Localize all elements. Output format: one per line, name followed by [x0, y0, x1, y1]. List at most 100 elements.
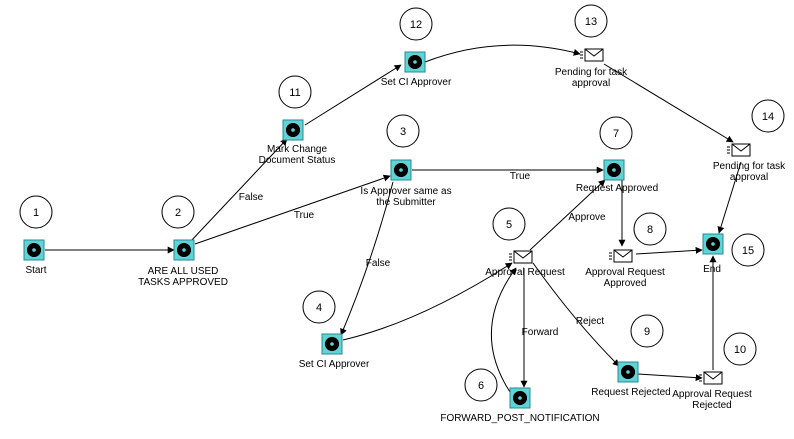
node-label-line: Request Rejected: [591, 387, 671, 398]
node-label-line: Pending for task: [712, 161, 786, 172]
node-n14[interactable]: [727, 143, 751, 157]
envelope-flap: [613, 249, 633, 258]
step-number-n3: 3: [386, 114, 420, 148]
node-label-line: Rejected: [692, 400, 732, 411]
node-label-line: Document Status: [258, 155, 336, 166]
gear-icon-glyph: [620, 364, 636, 380]
edge-n2-n11: [189, 138, 288, 243]
edge-n9-n10: [637, 373, 703, 382]
gear-icon-glyph: [407, 54, 423, 70]
step-number-text: 14: [762, 111, 774, 123]
step-number-text: 5: [506, 219, 512, 231]
node-label-n4: Set CI Approver: [299, 359, 370, 370]
node-n2[interactable]: [173, 239, 195, 261]
node-n10[interactable]: [699, 371, 723, 385]
node-label-line: Pending for task: [554, 67, 628, 78]
node-label-line: approval: [571, 78, 611, 89]
envelope-flap: [703, 371, 723, 380]
edge-n13-n14: [603, 63, 734, 143]
edge-n3-n4: [340, 181, 394, 336]
step-number-text: 6: [478, 380, 484, 392]
envelope-flap: [584, 48, 604, 57]
node-label-line: Approval Request: [585, 267, 665, 278]
edge-n4-n5: [342, 262, 513, 341]
gear-icon-glyph: [606, 162, 622, 178]
node-n9[interactable]: [617, 361, 639, 383]
gear-icon-glyph: [285, 122, 301, 138]
step-number-end: 15: [731, 233, 765, 267]
step-number-n7: 7: [599, 116, 633, 150]
step-number-text: 12: [410, 19, 422, 31]
node-label-line: approval: [729, 172, 769, 183]
node-n3[interactable]: [390, 159, 412, 181]
node-label-line: Approval Request: [672, 389, 752, 400]
edge-n5-n7: [529, 179, 606, 251]
gear-icon-glyph: [512, 390, 528, 406]
node-label-n7: Request Approved: [576, 183, 658, 194]
node-n6[interactable]: [509, 387, 531, 409]
node-start[interactable]: [23, 239, 45, 261]
step-number-n12: 12: [399, 7, 433, 41]
step-number-text: 13: [585, 16, 597, 28]
node-label-line: FORWARD_POST_NOTIFICATION: [440, 413, 600, 424]
nodes-layer: [23, 48, 751, 409]
envelope-flap: [731, 143, 751, 152]
step-number-n10: 10: [723, 332, 757, 366]
node-label-line: Set CI Approver: [298, 359, 370, 370]
step-number-text: 10: [734, 344, 746, 356]
step-number-text: 8: [647, 224, 653, 236]
step-number-n4: 4: [302, 290, 336, 324]
node-label-line: ARE ALL USED: [147, 266, 219, 277]
edge-n8-end: [635, 246, 703, 255]
edge-n14-end: [717, 161, 742, 234]
step-number-n11: 11: [278, 75, 312, 109]
edge-n11-n12: [304, 64, 402, 126]
step-number-text: 9: [644, 326, 650, 338]
edge-label-n5-n9: Reject: [575, 316, 605, 327]
step-number-n13: 13: [574, 4, 608, 38]
edge-n2-n3: [194, 174, 391, 245]
edge-label-n3-n7: True: [509, 171, 531, 182]
node-label-line: Set CI Approver: [380, 77, 452, 88]
envelope-flap: [513, 250, 533, 259]
node-n7[interactable]: [603, 159, 625, 181]
gear-icon-glyph: [705, 236, 721, 252]
node-n5[interactable]: [509, 250, 533, 264]
node-n13[interactable]: [580, 48, 604, 62]
edge-label-n3-n4: False: [365, 258, 391, 269]
edge-label-n5-n6: Forward: [521, 327, 559, 338]
node-end[interactable]: [702, 233, 724, 255]
edge-label-n2-n3: True: [293, 210, 315, 221]
step-number-n9: 9: [630, 314, 664, 348]
edge-n6-n5: [491, 267, 517, 393]
step-number-text: 7: [613, 128, 619, 140]
node-label-line: Mark Change: [266, 144, 328, 155]
node-label-line: Start: [25, 265, 47, 276]
node-label-end: End: [703, 264, 721, 275]
gear-icon-glyph: [26, 242, 42, 258]
edge-label-n5-n7: Approve: [568, 212, 606, 223]
node-label-start: Start: [25, 265, 46, 276]
node-label-n9: Request Rejected: [591, 387, 671, 398]
gear-icon-glyph: [176, 242, 192, 258]
step-number-text: 3: [400, 126, 406, 138]
step-number-text: 1: [33, 207, 39, 219]
node-n12[interactable]: [404, 51, 426, 73]
node-n8[interactable]: [609, 249, 633, 263]
step-number-n8: 8: [633, 212, 667, 246]
edge-n12-n13: [424, 44, 581, 63]
node-n11[interactable]: [282, 119, 304, 141]
step-number-n2: 2: [161, 195, 195, 229]
node-n4[interactable]: [321, 333, 343, 355]
gear-icon-glyph: [393, 162, 409, 178]
step-number-n6: 6: [464, 368, 498, 402]
edge-n5-n9: [532, 262, 620, 367]
node-label-n6: FORWARD_POST_NOTIFICATION: [440, 413, 599, 424]
